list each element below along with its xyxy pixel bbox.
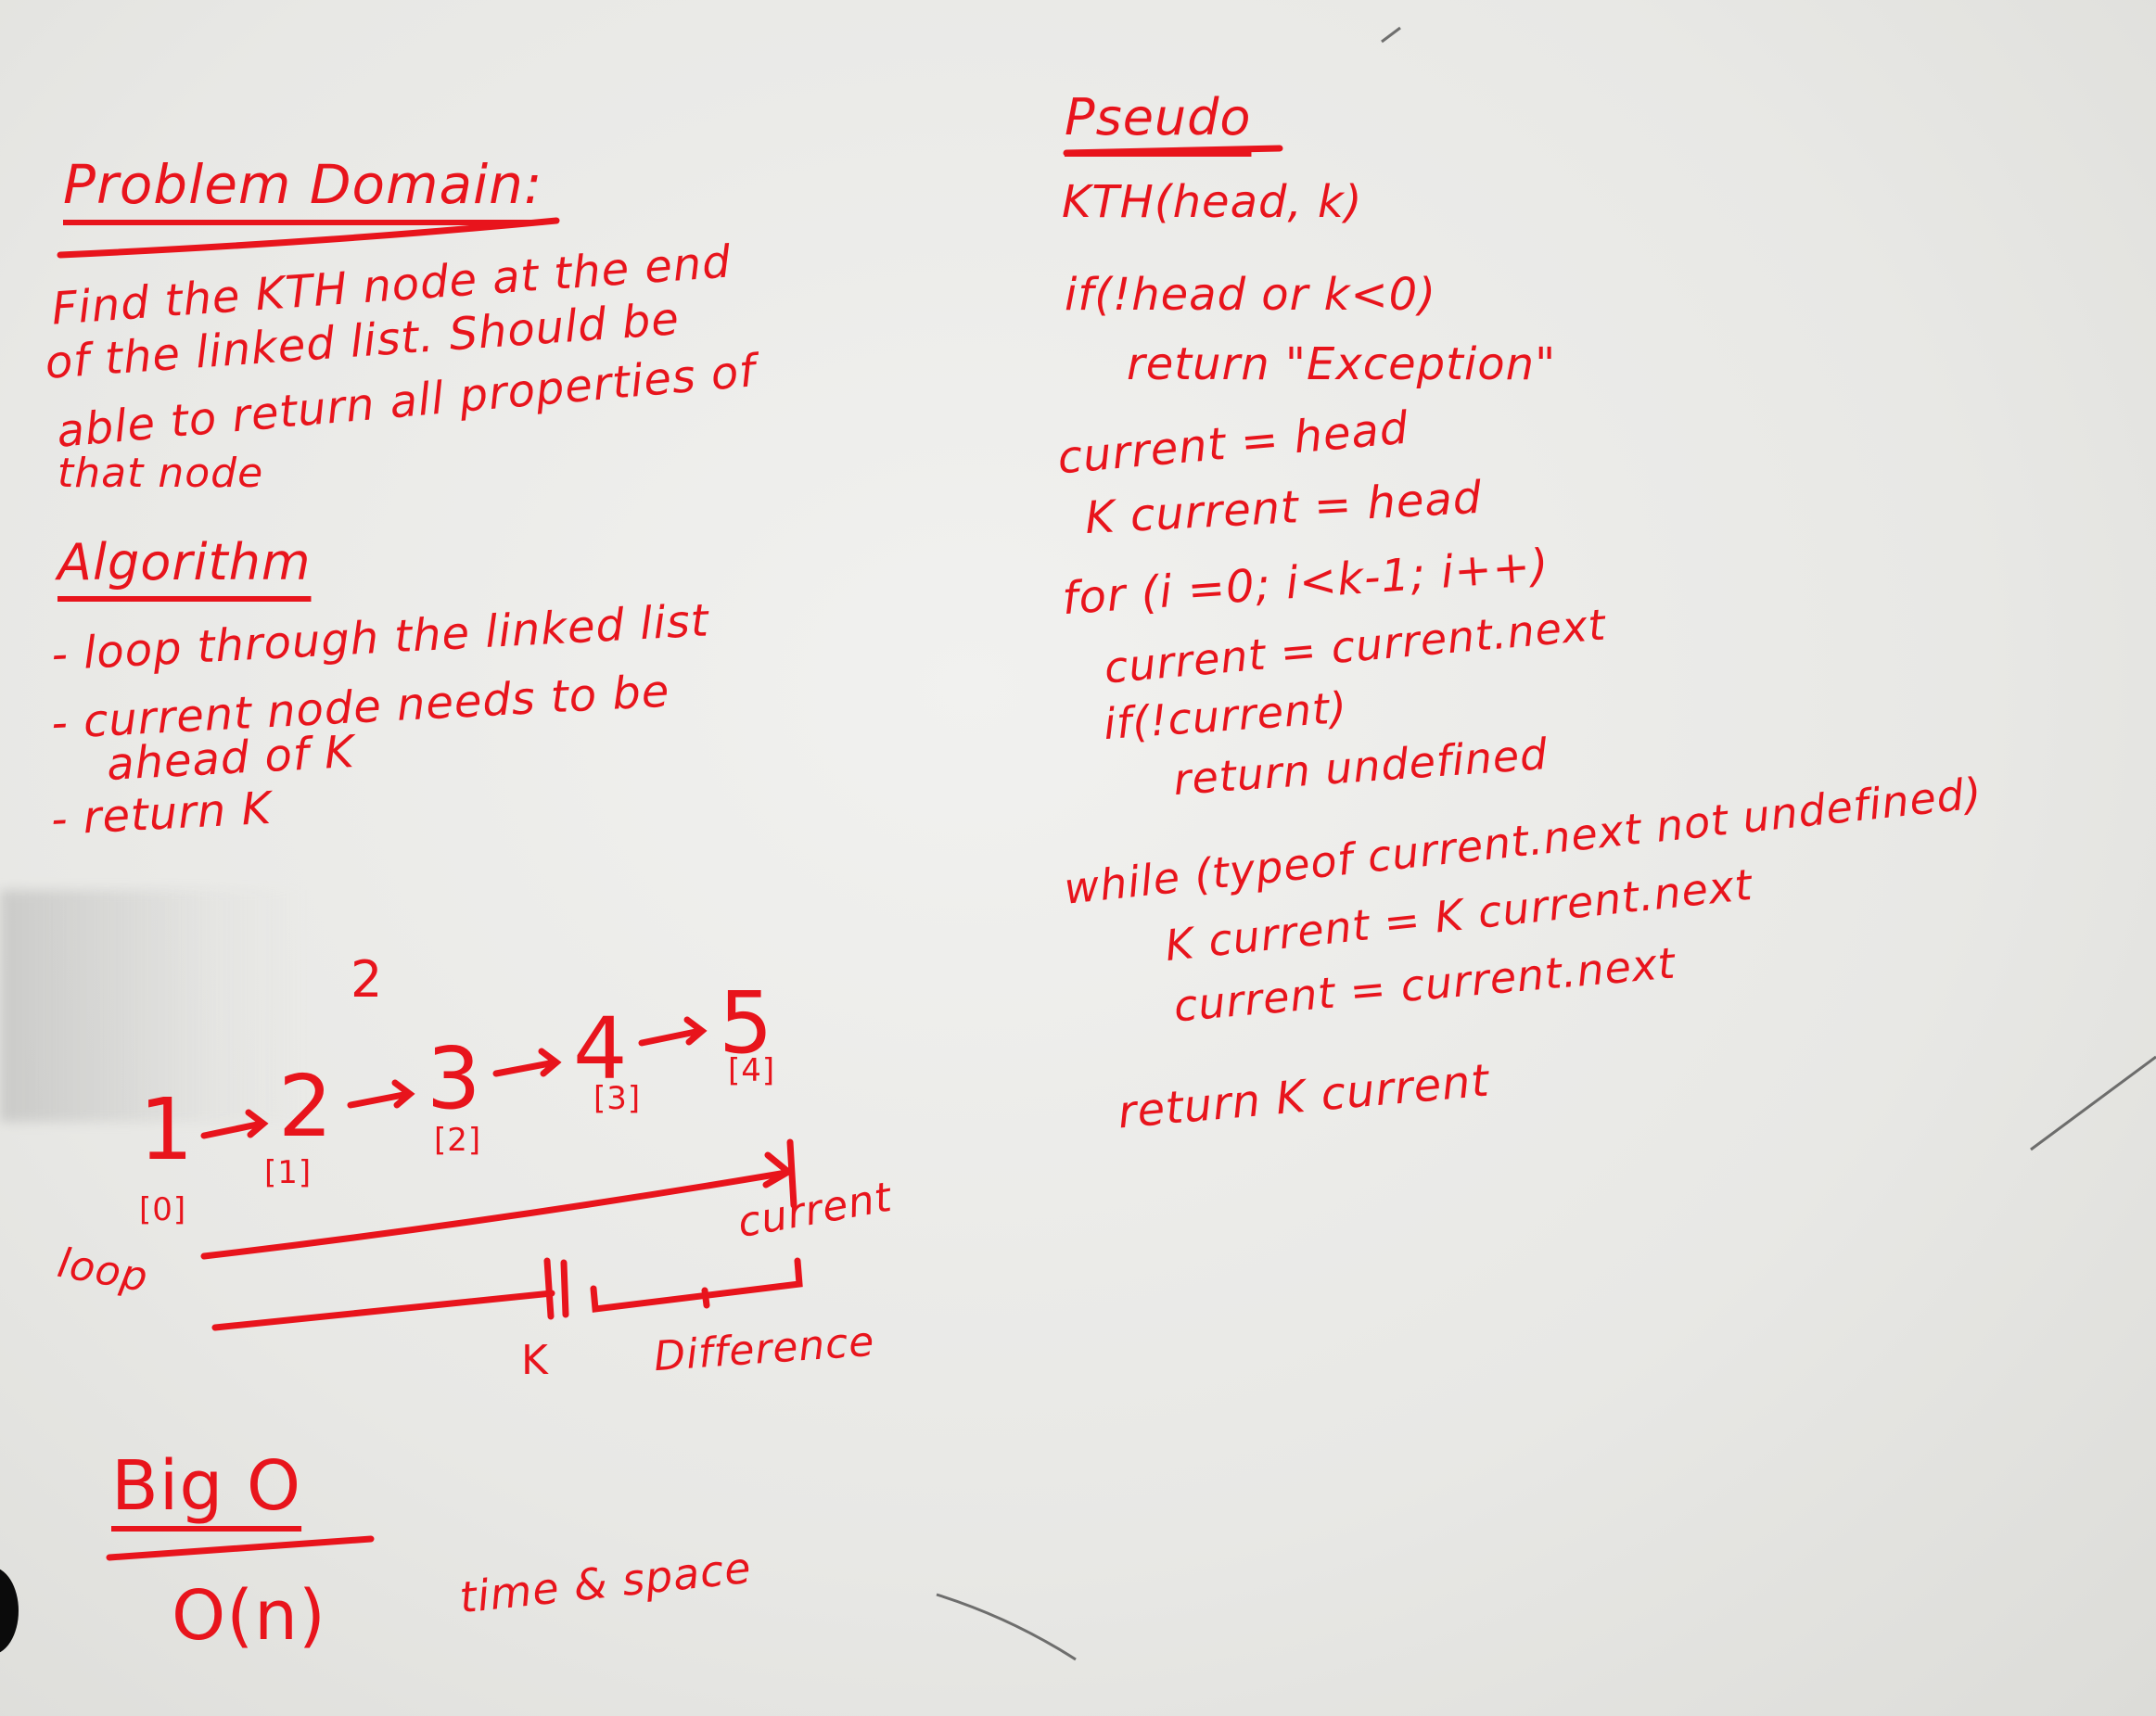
problem-domain-heading: Problem Domain: [63, 153, 543, 216]
node-index: [4] [728, 1052, 776, 1089]
board-scratch [936, 1593, 1077, 1661]
problem-domain-rule [57, 217, 560, 259]
big-o-value: O(n) [172, 1576, 326, 1656]
big-o-heading: Big O [111, 1446, 302, 1526]
arrow-4-5 [638, 1016, 708, 1047]
erased-smudge [0, 890, 306, 1122]
list-node: 3 [427, 1029, 482, 1128]
difference-tick [701, 1287, 710, 1309]
problem-domain-line: that node [57, 450, 264, 497]
current-tick [786, 1138, 797, 1209]
magnet [0, 1567, 19, 1655]
list-node: 5 [719, 973, 774, 1073]
node-index: [2] [434, 1122, 482, 1159]
k-value: 2 [351, 950, 384, 1009]
list-node: 2 [278, 1057, 334, 1156]
board-scratch [2030, 1055, 2156, 1151]
pseudo-rule [1063, 145, 1283, 157]
k-tick [543, 1257, 569, 1320]
arrow-1-2 [200, 1109, 269, 1139]
loop-arrow [200, 1151, 795, 1260]
pseudo-line: return "Exception" [1127, 338, 1557, 390]
node-index: [3] [593, 1080, 642, 1117]
node-index: [1] [264, 1154, 313, 1191]
list-node: 4 [573, 999, 629, 1099]
k-label: K [521, 1337, 549, 1384]
arrow-2-3 [347, 1079, 415, 1109]
board-scratch [1381, 26, 1401, 44]
big-o-rule [106, 1535, 375, 1561]
k-line [211, 1290, 555, 1331]
pseudo-heading: Pseudo [1065, 88, 1252, 146]
arrow-3-4 [492, 1048, 562, 1077]
pseudo-line: KTH(head, k) [1062, 176, 1363, 228]
algorithm-heading: Algorithm [57, 533, 312, 591]
pseudo-line: if(!head or k<0) [1065, 269, 1436, 321]
node-index: [0] [139, 1191, 187, 1228]
list-node: 1 [139, 1080, 195, 1179]
difference-bracket [590, 1257, 803, 1313]
